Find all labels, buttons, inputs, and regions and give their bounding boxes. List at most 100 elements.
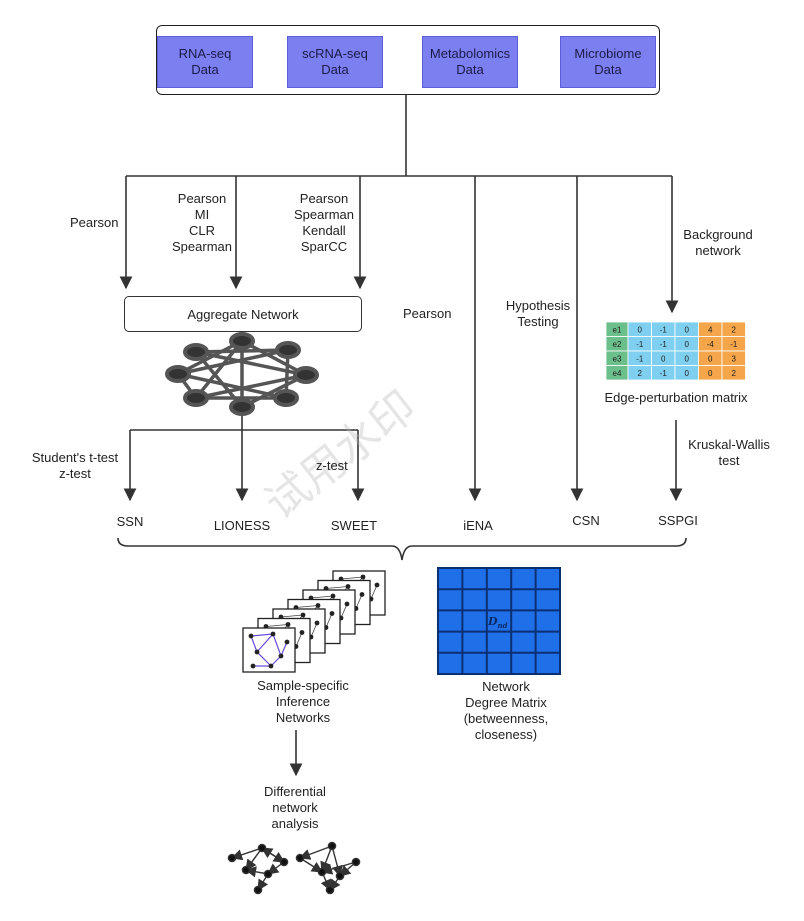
differential-edge [298,845,333,860]
network-node [273,389,299,407]
method-lioness: LIONESS [213,518,271,533]
matrix-cell-value: -1 [660,340,668,349]
degree-matrix-symbol: Dnd [488,615,508,631]
network-edge [195,373,307,400]
aggregate-network-graph [165,332,319,416]
label-pearson-ssn: Pearson [70,215,119,230]
matrix-cell-value: 4 [708,326,713,335]
sample-network-edge [310,622,318,638]
differential-edge [331,845,343,878]
sample-network-edge [325,613,333,628]
matrix-cell-value: 0 [708,369,713,378]
network-edge [241,339,307,377]
matrix-cell-value: 0 [661,355,666,364]
method-csn: CSN [572,513,600,528]
caption-differential-analysis: Differential network analysis [264,784,326,831]
sample-network-node [345,584,351,589]
matrix-cell-value: -1 [636,340,644,349]
matrix-cell-value: 0 [685,369,690,378]
method-sweet: SWEET [330,518,378,533]
differential-node [335,871,345,881]
network-node [293,366,319,384]
differential-node [253,885,263,895]
sample-network-node [374,582,380,588]
matrix-cell-value: 3 [732,355,737,364]
differential-node [241,865,251,875]
label-lioness-measures: Pearson MI CLR Spearman [172,191,232,254]
differential-edge [230,847,263,861]
matrix-cell-value: 0 [638,326,643,335]
matrix-row-label: e1 [613,326,622,335]
sample-network-edge [280,614,304,618]
network-edge [241,373,307,409]
matrix-row-label: e4 [613,369,622,378]
method-iena: iENA [463,518,493,533]
matrix-cell-value: -1 [636,355,644,364]
network-edge [177,339,243,376]
differential-node [257,843,267,853]
source-microbiome: Microbiome Data [560,36,656,88]
connector-lines [117,95,687,777]
sample-network-edge [265,624,289,627]
caption-degree-matrix: Network Degree Matrix (betweenness, clos… [463,679,549,742]
sample-network-node [359,592,365,597]
differential-node [295,853,305,863]
label-background-network: Background network [683,227,753,258]
degree-matrix-background [437,567,561,675]
matrix-row-label: e2 [613,340,622,349]
matrix-cell-value: 0 [685,355,690,364]
matrix-cell-value: 0 [685,326,690,335]
differential-network-graphs [227,841,361,895]
method-ssn: SSN [116,514,144,529]
source-metabolomics: Metabolomics Data [422,36,518,88]
sample-network-edge [256,651,272,667]
label-pearson-iena: Pearson [403,306,452,321]
sample-network-edge [325,586,349,589]
source-rna-seq: RNA-seq Data [157,36,253,88]
sample-network-node [254,649,260,655]
matrix-cell [721,365,746,381]
sample-network-edge [340,576,364,580]
differential-node [263,869,273,879]
differential-node [317,867,327,877]
data-sources-frame [156,25,660,95]
matrix-cell-value: 2 [732,326,737,335]
matrix-cell-value: -4 [707,340,715,349]
network-node [229,332,255,350]
sample-network-stack [242,570,386,673]
sample-network-edge [340,603,348,619]
network-node [165,365,191,383]
sample-network-edge [295,605,319,608]
sample-network-node [284,639,290,645]
network-edge [194,350,244,409]
matrix-cell-value: 2 [732,369,737,378]
sample-network-node [268,663,274,669]
method-sspgi: SSPGI [658,513,698,528]
sample-network-node [299,630,305,635]
matrix-row-label: e3 [613,355,622,364]
differential-edge [261,847,285,863]
matrix-cell-value: 2 [638,369,643,378]
edge-matrix-caption: Edge-perturbation matrix [604,390,748,405]
differential-node [227,853,237,863]
network-edge [177,372,287,400]
network-edge [194,339,244,400]
label-kruskal-wallis: Kruskal-Wallis test [688,437,770,468]
sample-network-node [344,601,350,607]
sample-network-edge [370,584,378,600]
sample-network-node [285,622,291,627]
caption-sample-specific-networks: Sample-specific Inference Networks [257,678,349,725]
sample-network-node [360,574,366,580]
label-sweet-test: z-test [316,458,348,473]
degree-matrix-grid [437,567,561,675]
differential-node [351,857,361,867]
sample-network-edge [272,633,282,657]
label-hypothesis-testing: Hypothesis Testing [505,298,571,329]
sample-network-edge [295,632,303,647]
sample-network-node [314,620,320,626]
source-scrna-seq: scRNA-seq Data [287,36,383,88]
sample-network-edge [250,633,274,637]
